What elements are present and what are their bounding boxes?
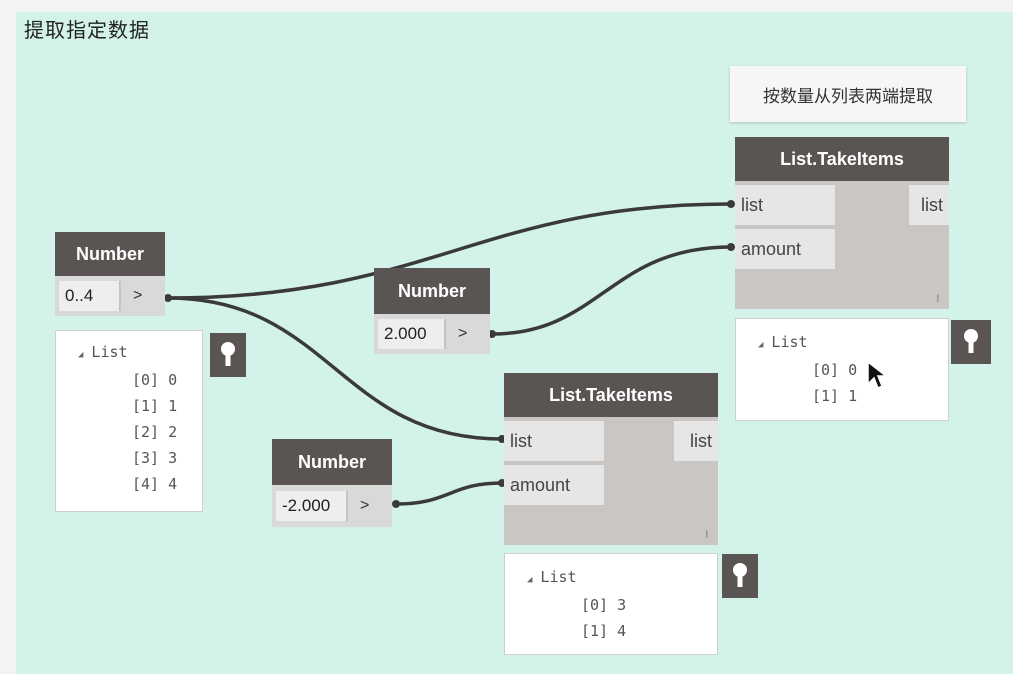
input-port-list[interactable]: list xyxy=(504,421,604,461)
list-item: [0] 0 xyxy=(132,371,178,389)
pin-icon xyxy=(964,329,978,353)
number-node-range[interactable]: Number 0..4 > xyxy=(55,232,165,316)
preview-bubble-top[interactable]: ◢ List [0] 0 [1] 1 xyxy=(735,318,949,421)
preview-bubble-bottom[interactable]: ◢ List [0] 3 [1] 4 xyxy=(504,553,718,655)
list-item: [0] 0 xyxy=(812,361,858,379)
input-port-amount[interactable]: amount xyxy=(735,229,835,269)
pin-icon xyxy=(221,342,235,366)
output-port[interactable]: > xyxy=(458,325,468,342)
number-value-field[interactable]: 2.000 xyxy=(378,319,446,349)
node-title: List.TakeItems xyxy=(504,373,718,417)
note-text: 按数量从列表两端提取 xyxy=(763,86,933,107)
list-item: [1] 1 xyxy=(812,387,858,405)
preview-bubble-range[interactable]: ◢ List [0] 0 [1] 1 [2] 2 [3] 3 [4] 4 xyxy=(55,330,203,512)
node-title: Number xyxy=(272,439,392,485)
output-port-list[interactable]: list xyxy=(909,185,949,225)
number-node-2[interactable]: Number 2.000 > xyxy=(374,268,490,354)
node-status-mark: l xyxy=(705,530,708,541)
list-item: [1] 4 xyxy=(581,622,627,640)
node-title: List.TakeItems xyxy=(735,137,949,181)
triangle-expand-icon[interactable]: ◢ xyxy=(527,575,533,585)
triangle-expand-icon[interactable]: ◢ xyxy=(758,340,764,350)
triangle-expand-icon[interactable]: ◢ xyxy=(78,350,84,360)
pin-button-bottom[interactable] xyxy=(722,554,758,598)
pin-button-top[interactable] xyxy=(951,320,991,364)
group-title[interactable]: 提取指定数据 xyxy=(24,18,150,42)
list-item: [4] 4 xyxy=(132,475,178,493)
list-item: [2] 2 xyxy=(132,423,178,441)
list-item: [3] 3 xyxy=(132,449,178,467)
preview-header: List xyxy=(91,343,128,361)
input-port-amount[interactable]: amount xyxy=(504,465,604,505)
takeitems-node-bottom[interactable]: List.TakeItems list amount list l xyxy=(504,373,718,545)
list-item: [0] 3 xyxy=(581,596,627,614)
note-box[interactable]: 按数量从列表两端提取 xyxy=(730,66,966,122)
list-item: [1] 1 xyxy=(132,397,178,415)
node-title: Number xyxy=(374,268,490,314)
output-port[interactable]: > xyxy=(360,497,370,514)
takeitems-node-top[interactable]: List.TakeItems list amount list l xyxy=(735,137,949,309)
preview-header: List xyxy=(771,333,808,351)
mouse-cursor-icon xyxy=(867,360,888,390)
number-value-field[interactable]: 0..4 xyxy=(59,281,121,311)
number-node-neg2[interactable]: Number -2.000 > xyxy=(272,439,392,527)
pin-icon xyxy=(733,563,747,587)
node-title: Number xyxy=(55,232,165,276)
output-port-list[interactable]: list xyxy=(674,421,718,461)
number-value-field[interactable]: -2.000 xyxy=(276,491,348,521)
node-status-mark: l xyxy=(936,294,939,305)
preview-header: List xyxy=(540,568,577,586)
input-port-list[interactable]: list xyxy=(735,185,835,225)
output-port[interactable]: > xyxy=(133,287,143,304)
pin-button-range[interactable] xyxy=(210,333,246,377)
